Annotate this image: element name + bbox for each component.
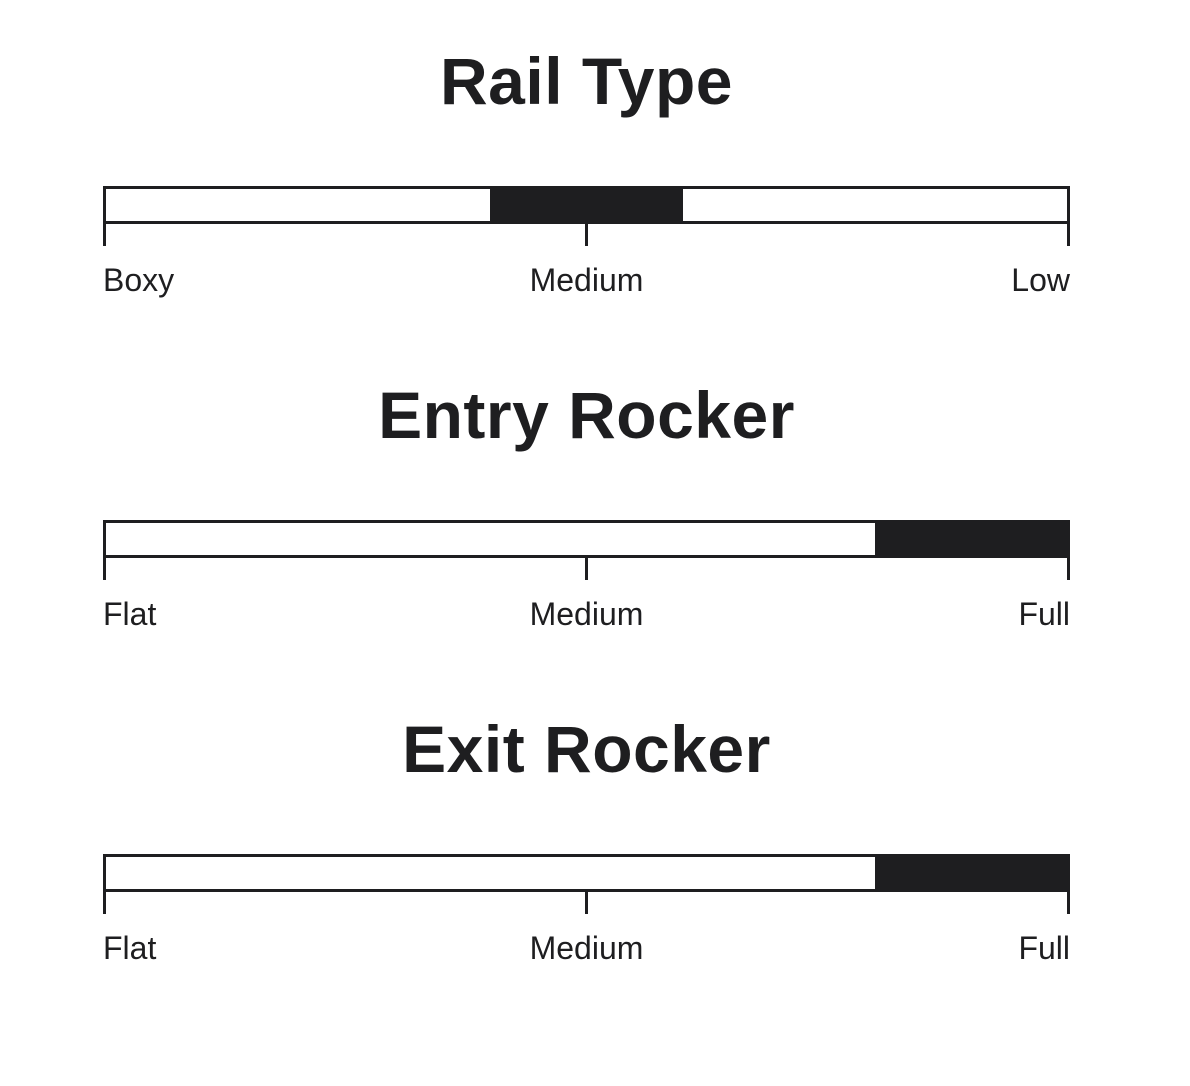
tick-left	[103, 558, 106, 580]
tick-middle	[585, 558, 588, 580]
gauge-track	[103, 186, 1070, 224]
tick-left	[103, 224, 106, 246]
rail-type-gauge: Boxy Medium Low	[103, 186, 1070, 296]
section-rail-type: Rail Type Boxy Medium Low	[103, 48, 1070, 296]
gauge-scale-labels: Boxy Medium Low	[103, 264, 1070, 296]
section-title: Rail Type	[439, 44, 734, 118]
scale-label-left: Flat	[103, 596, 157, 632]
scale-label-right: Full	[1018, 930, 1070, 966]
tick-left	[103, 892, 106, 914]
gauge-track	[103, 854, 1070, 892]
tick-right	[1067, 558, 1070, 580]
tick-right	[1067, 892, 1070, 914]
spec-gauges-page: Rail Type Boxy Medium Low Entry Rocker	[103, 48, 1070, 964]
gauge-scale-labels: Flat Medium Full	[103, 598, 1070, 630]
gauge-track	[103, 520, 1070, 558]
gauge-tick-row	[103, 892, 1070, 914]
section-exit-rocker: Exit Rocker Flat Medium Full	[103, 716, 1070, 964]
tick-middle	[585, 224, 588, 246]
scale-label-center: Medium	[529, 262, 644, 298]
scale-label-right: Low	[1011, 262, 1070, 298]
scale-label-left: Flat	[103, 930, 157, 966]
section-entry-rocker: Entry Rocker Flat Medium Full	[103, 382, 1070, 630]
gauge-fill-segment	[874, 854, 1067, 892]
exit-rocker-gauge: Flat Medium Full	[103, 854, 1070, 964]
scale-label-center: Medium	[529, 596, 644, 632]
gauge-tick-row	[103, 224, 1070, 246]
section-title: Entry Rocker	[378, 378, 795, 452]
gauge-fill-segment	[874, 520, 1067, 558]
section-title: Exit Rocker	[402, 712, 771, 786]
gauge-tick-row	[103, 558, 1070, 580]
gauge-scale-labels: Flat Medium Full	[103, 932, 1070, 964]
scale-label-right: Full	[1018, 596, 1070, 632]
tick-middle	[585, 892, 588, 914]
entry-rocker-gauge: Flat Medium Full	[103, 520, 1070, 630]
scale-label-center: Medium	[529, 930, 644, 966]
gauge-fill-segment	[490, 186, 683, 224]
tick-right	[1067, 224, 1070, 246]
scale-label-left: Boxy	[103, 262, 175, 298]
